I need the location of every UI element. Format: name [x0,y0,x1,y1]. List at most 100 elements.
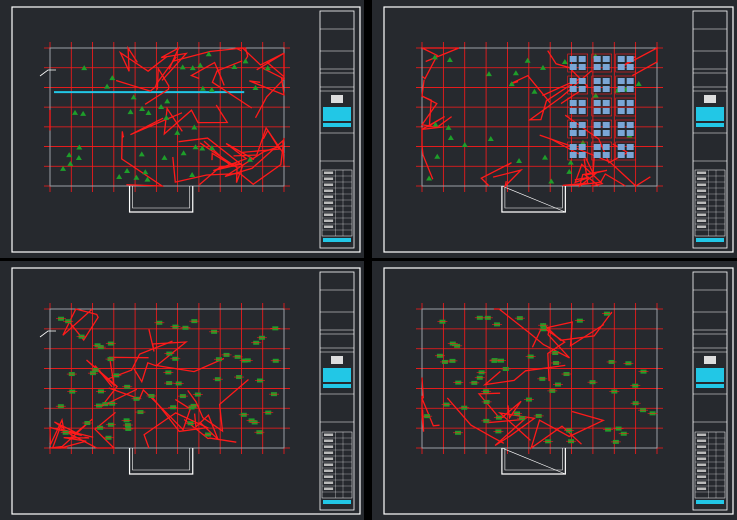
floor-plan [416,303,663,475]
light-fixture-symbol [191,124,198,130]
wiring-run [446,397,505,444]
equipment-bay [615,53,636,73]
signature-table-text [697,457,707,460]
signature-table-text [697,171,707,174]
wiring-run [60,411,116,449]
equipment-unit [569,64,577,70]
wiring-run [265,53,285,79]
wiring-run [530,410,606,450]
signature-table-text [697,225,707,228]
signature-table-text [697,183,707,186]
entrance-porch [501,186,566,213]
wiring-run [482,364,566,386]
light-fixture-symbol [539,64,546,70]
wiring-run [562,158,626,187]
signature-table [321,169,353,237]
wiring-run [193,413,220,441]
equipment-bay [567,53,588,73]
light-fixture-symbol [138,151,145,157]
signature-table-text [697,439,707,442]
light-fixture-symbol [145,110,152,116]
wiring-run [492,168,524,189]
light-fixture-symbol [541,154,548,160]
equipment-unit [569,56,577,62]
title-block-border [692,271,728,511]
equipment-bay [615,75,636,95]
light-fixture-symbol [231,64,238,70]
equipment-unit [617,130,625,136]
light-fixture-symbol [508,81,515,87]
signature-table-text [324,469,334,472]
light-fixture-symbol [512,70,519,76]
signature-table-text [324,213,334,216]
equipment-bay [567,141,588,161]
signature-table-text [324,219,334,222]
wiring-run [539,134,651,187]
sheet-frame [11,267,361,515]
light-fixture-symbol [566,168,573,174]
signature-table-text [324,201,334,204]
equipment-unit [578,64,586,70]
wiring-run [144,66,170,105]
equipment-unit [593,122,601,128]
signature-table-text [324,457,334,460]
signature-table-text [697,207,707,210]
light-fixture-symbol [208,145,215,151]
light-fixture-symbol [592,92,599,98]
equipment-unit [569,130,577,136]
equipment-unit [578,122,586,128]
light-fixture-symbol [81,65,88,71]
light-fixture-symbol [446,57,453,63]
light-fixture-symbol [531,88,538,94]
light-fixture-symbol [116,173,123,179]
wiring-run [118,45,167,73]
signature-table-text [697,481,707,484]
signature-table-text [697,219,707,222]
signature-table-text [324,433,334,436]
stair-diagonal [501,185,566,213]
drawing-sheet-2[interactable] [372,0,737,258]
signature-table-text [697,463,707,466]
light-fixture-symbol [197,62,204,68]
drawing-sheet-1[interactable] [0,0,364,258]
light-fixture-symbol [161,154,168,160]
light-fixture-symbol [133,174,140,180]
light-fixture-symbol [426,175,433,181]
equipment-unit [578,100,586,106]
equipment-unit [593,130,601,136]
signature-table-text [697,469,707,472]
equipment-bay [567,119,588,139]
wiring-run [189,61,225,86]
light-fixture-symbol [164,98,171,104]
wiring-run [477,392,522,420]
signature-table-text [697,433,707,436]
light-fixture-symbol [205,51,212,57]
drawing-number-strip [323,238,351,242]
company-logo [704,356,716,364]
wiring-run [143,396,210,449]
equipment-unit [602,86,610,92]
light-fixture-symbol [124,168,131,174]
project-title-strip [696,107,724,121]
signature-table-text [324,481,334,484]
signature-table-text [324,225,334,228]
equipment-unit [602,108,610,114]
equipment-unit [626,56,634,62]
light-fixture-symbol [524,57,531,63]
light-fixture-symbol [130,94,137,100]
equipment-unit [617,86,625,92]
drawing-number-strip [323,500,351,504]
wiring-run [172,137,285,186]
drawing-number-strip [696,500,724,504]
drawing-sheet-4[interactable] [372,261,737,520]
light-fixture-symbol [242,58,249,64]
signature-table-text [324,451,334,454]
wiring-run [160,46,189,81]
equipment-unit [626,100,634,106]
wiring-run [130,112,183,136]
sheet-canvas [11,6,361,253]
drawing-sheet-3[interactable] [0,261,364,520]
wiring-run [254,67,286,119]
sheet-canvas [383,6,734,253]
light-fixture-symbol [76,144,83,150]
